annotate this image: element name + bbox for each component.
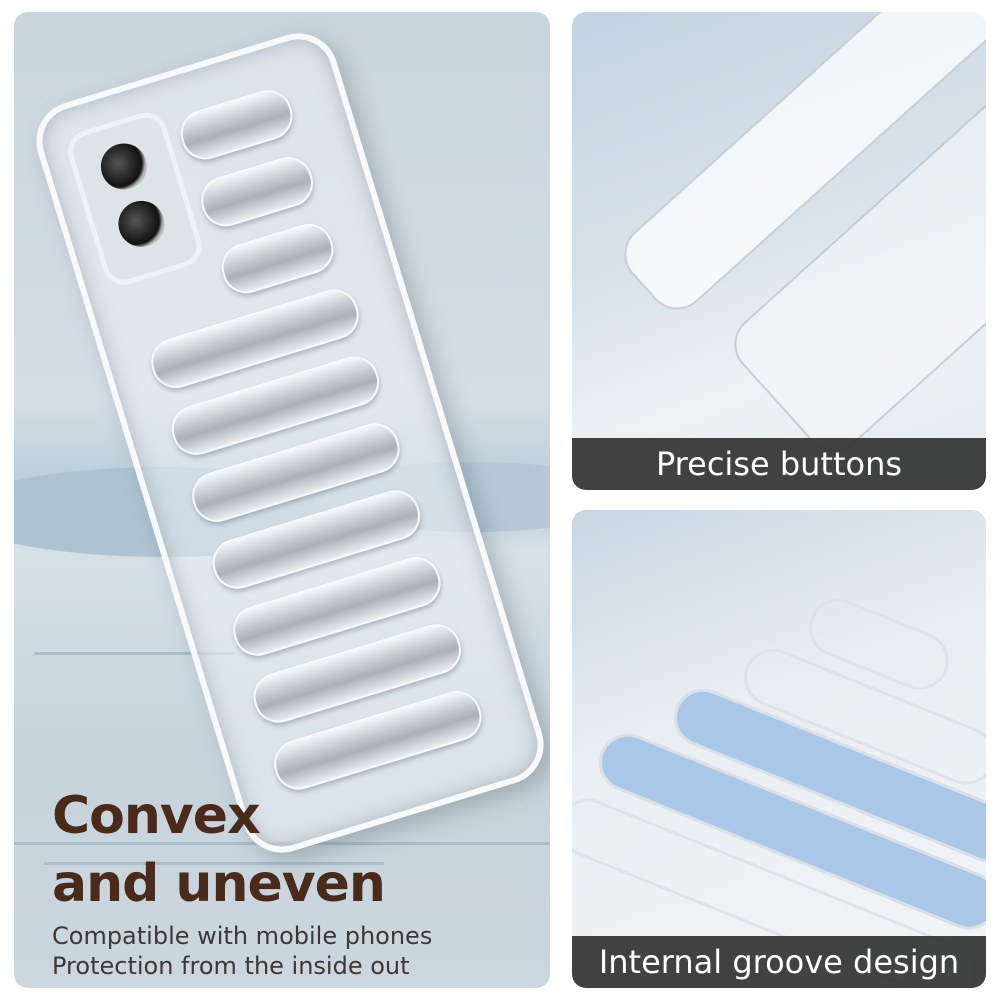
case-rib [195, 151, 319, 233]
water-streak [34, 652, 234, 655]
product-panel-convex: Convex and uneven Compatible with mobile… [14, 12, 550, 988]
subtext-line-1: Compatible with mobile phones [52, 922, 433, 950]
phone-case-image [26, 23, 550, 863]
case-rib [174, 84, 299, 166]
water-streak [44, 862, 384, 865]
camera-lens-icon [95, 137, 153, 196]
caption-precise-buttons: Precise buttons [572, 438, 986, 490]
caption-internal-groove: Internal groove design [572, 936, 986, 988]
product-panel-grooves: Internal groove design [572, 510, 986, 988]
headline-line-1: Convex [52, 786, 261, 846]
subtext-line-2: Protection from the inside out [52, 952, 410, 980]
headline-line-2: and uneven [52, 854, 386, 914]
case-rib [215, 218, 340, 300]
product-panel-buttons: Precise buttons [572, 12, 986, 490]
camera-lens-icon [112, 195, 171, 253]
